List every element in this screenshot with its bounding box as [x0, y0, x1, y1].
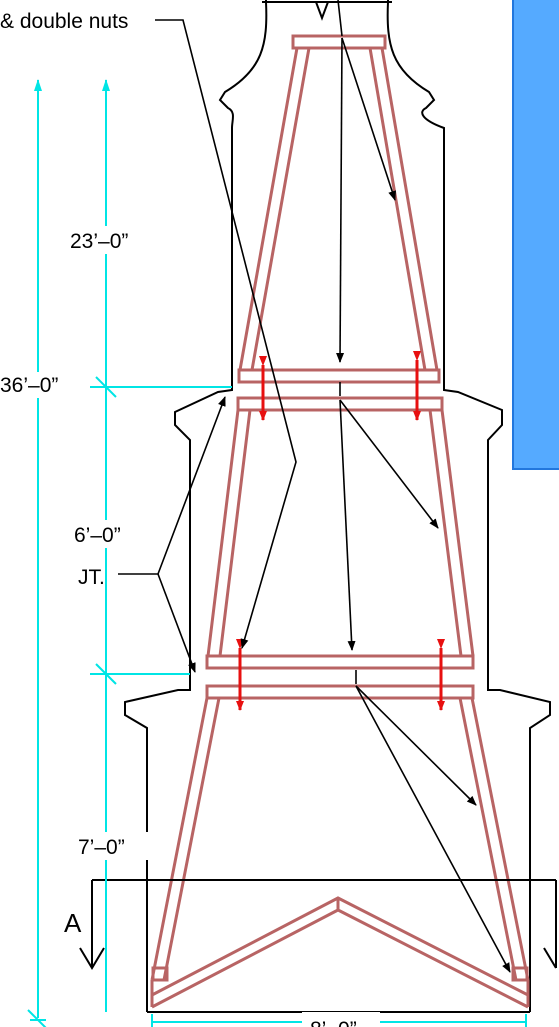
- joint-label: JT.: [78, 566, 105, 589]
- section-marker-label: A: [64, 908, 82, 938]
- section-cut-marker: [79, 879, 557, 970]
- leader-lines: [118, 0, 511, 973]
- frame-upper-beam: [237, 368, 441, 384]
- middle-section-label: 6’–0”: [74, 524, 121, 547]
- leader-joint-lower: [157, 573, 196, 673]
- blue-info-panel: [512, 0, 559, 470]
- base-width-label: 8’–0”: [310, 1018, 357, 1027]
- frame-bottom-chevron: [150, 896, 530, 1009]
- frame-base-plate-left: [151, 966, 169, 982]
- overall-height-label: 36’–0”: [0, 374, 58, 397]
- frame-upper-right-leg: [368, 47, 439, 371]
- frame-top-beam: [291, 34, 387, 50]
- frame-lower-left-leg: [150, 697, 221, 981]
- frame-base-plate-right: [511, 966, 529, 982]
- frame-lower-right-leg: [458, 697, 530, 981]
- frame-middle-right-leg: [428, 409, 475, 657]
- anchor-bolts: [236, 351, 445, 711]
- structure-outline: [124, 0, 551, 1013]
- lower-section-label: 7’–0”: [78, 836, 125, 859]
- frame-lower-top-beam: [205, 684, 475, 700]
- frame-upper-left-leg: [238, 47, 311, 371]
- frame-middle-beam: [205, 654, 475, 670]
- steel-frame: [150, 34, 530, 1009]
- frame-middle-left-leg: [206, 409, 252, 657]
- nuts-note-label: & double nuts: [0, 10, 128, 33]
- upper-section-label: 23’–0”: [70, 230, 128, 253]
- leader-nuts-note: [155, 19, 297, 649]
